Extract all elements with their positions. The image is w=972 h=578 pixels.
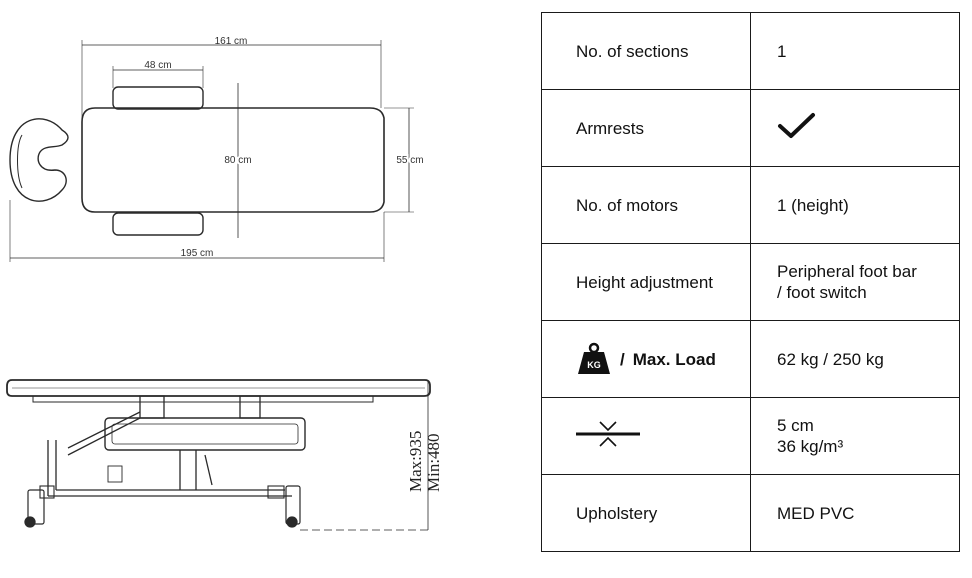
side-view <box>6 379 432 531</box>
spec-row: No. of sections 1 <box>541 12 960 90</box>
spec-value: 5 cm 36 kg/m³ <box>750 397 960 475</box>
spec-value: 1 (height) <box>750 166 960 244</box>
technical-drawing: 161 cm 48 cm 80 cm 55 cm 195 cm <box>6 36 443 531</box>
spec-row: KG / Max. Load 62 kg / 250 kg <box>541 320 960 398</box>
dim-width-label: 80 cm <box>224 155 251 166</box>
spec-label-cell: KG / Max. Load <box>541 320 751 398</box>
spec-row: Upholstery MED PVC <box>541 474 960 552</box>
spec-label: Upholstery <box>541 474 751 552</box>
spec-value: 62 kg / 250 kg <box>750 320 960 398</box>
dim-total-label: 195 cm <box>181 248 214 259</box>
dim-min-label: Min:480 <box>424 433 443 492</box>
spec-label: Height adjustment <box>541 243 751 321</box>
dim-top-width-label: 55 cm <box>396 155 423 166</box>
spec-value: 1 <box>750 12 960 90</box>
top-view <box>9 40 414 262</box>
spec-label: Armrests <box>541 89 751 167</box>
dim-max-label: Max:935 <box>406 431 425 492</box>
spec-row: 5 cm 36 kg/m³ <box>541 397 960 475</box>
compression-thickness-icon <box>576 420 640 447</box>
spec-label: No. of sections <box>541 12 751 90</box>
spec-value <box>750 89 960 167</box>
svg-text:KG: KG <box>587 360 601 370</box>
spec-row: Armrests <box>541 89 960 167</box>
spec-value: Peripheral foot bar / foot switch <box>750 243 960 321</box>
spec-label-cell <box>541 397 751 475</box>
spec-label: No. of motors <box>541 166 751 244</box>
dim-arm-label: 48 cm <box>144 60 171 71</box>
spec-label: Max. Load <box>632 349 716 369</box>
dim-length-label: 161 cm <box>215 36 248 47</box>
spec-value: MED PVC <box>750 474 960 552</box>
checkmark-icon <box>778 112 815 138</box>
kg-weight-icon: KG <box>578 342 610 374</box>
spec-table: No. of sections 1 Armrests No. of motors… <box>541 12 960 552</box>
spec-row: Height adjustment Peripheral foot bar / … <box>541 243 960 321</box>
spec-row: No. of motors 1 (height) <box>541 166 960 244</box>
max-load-separator: / <box>620 349 625 369</box>
